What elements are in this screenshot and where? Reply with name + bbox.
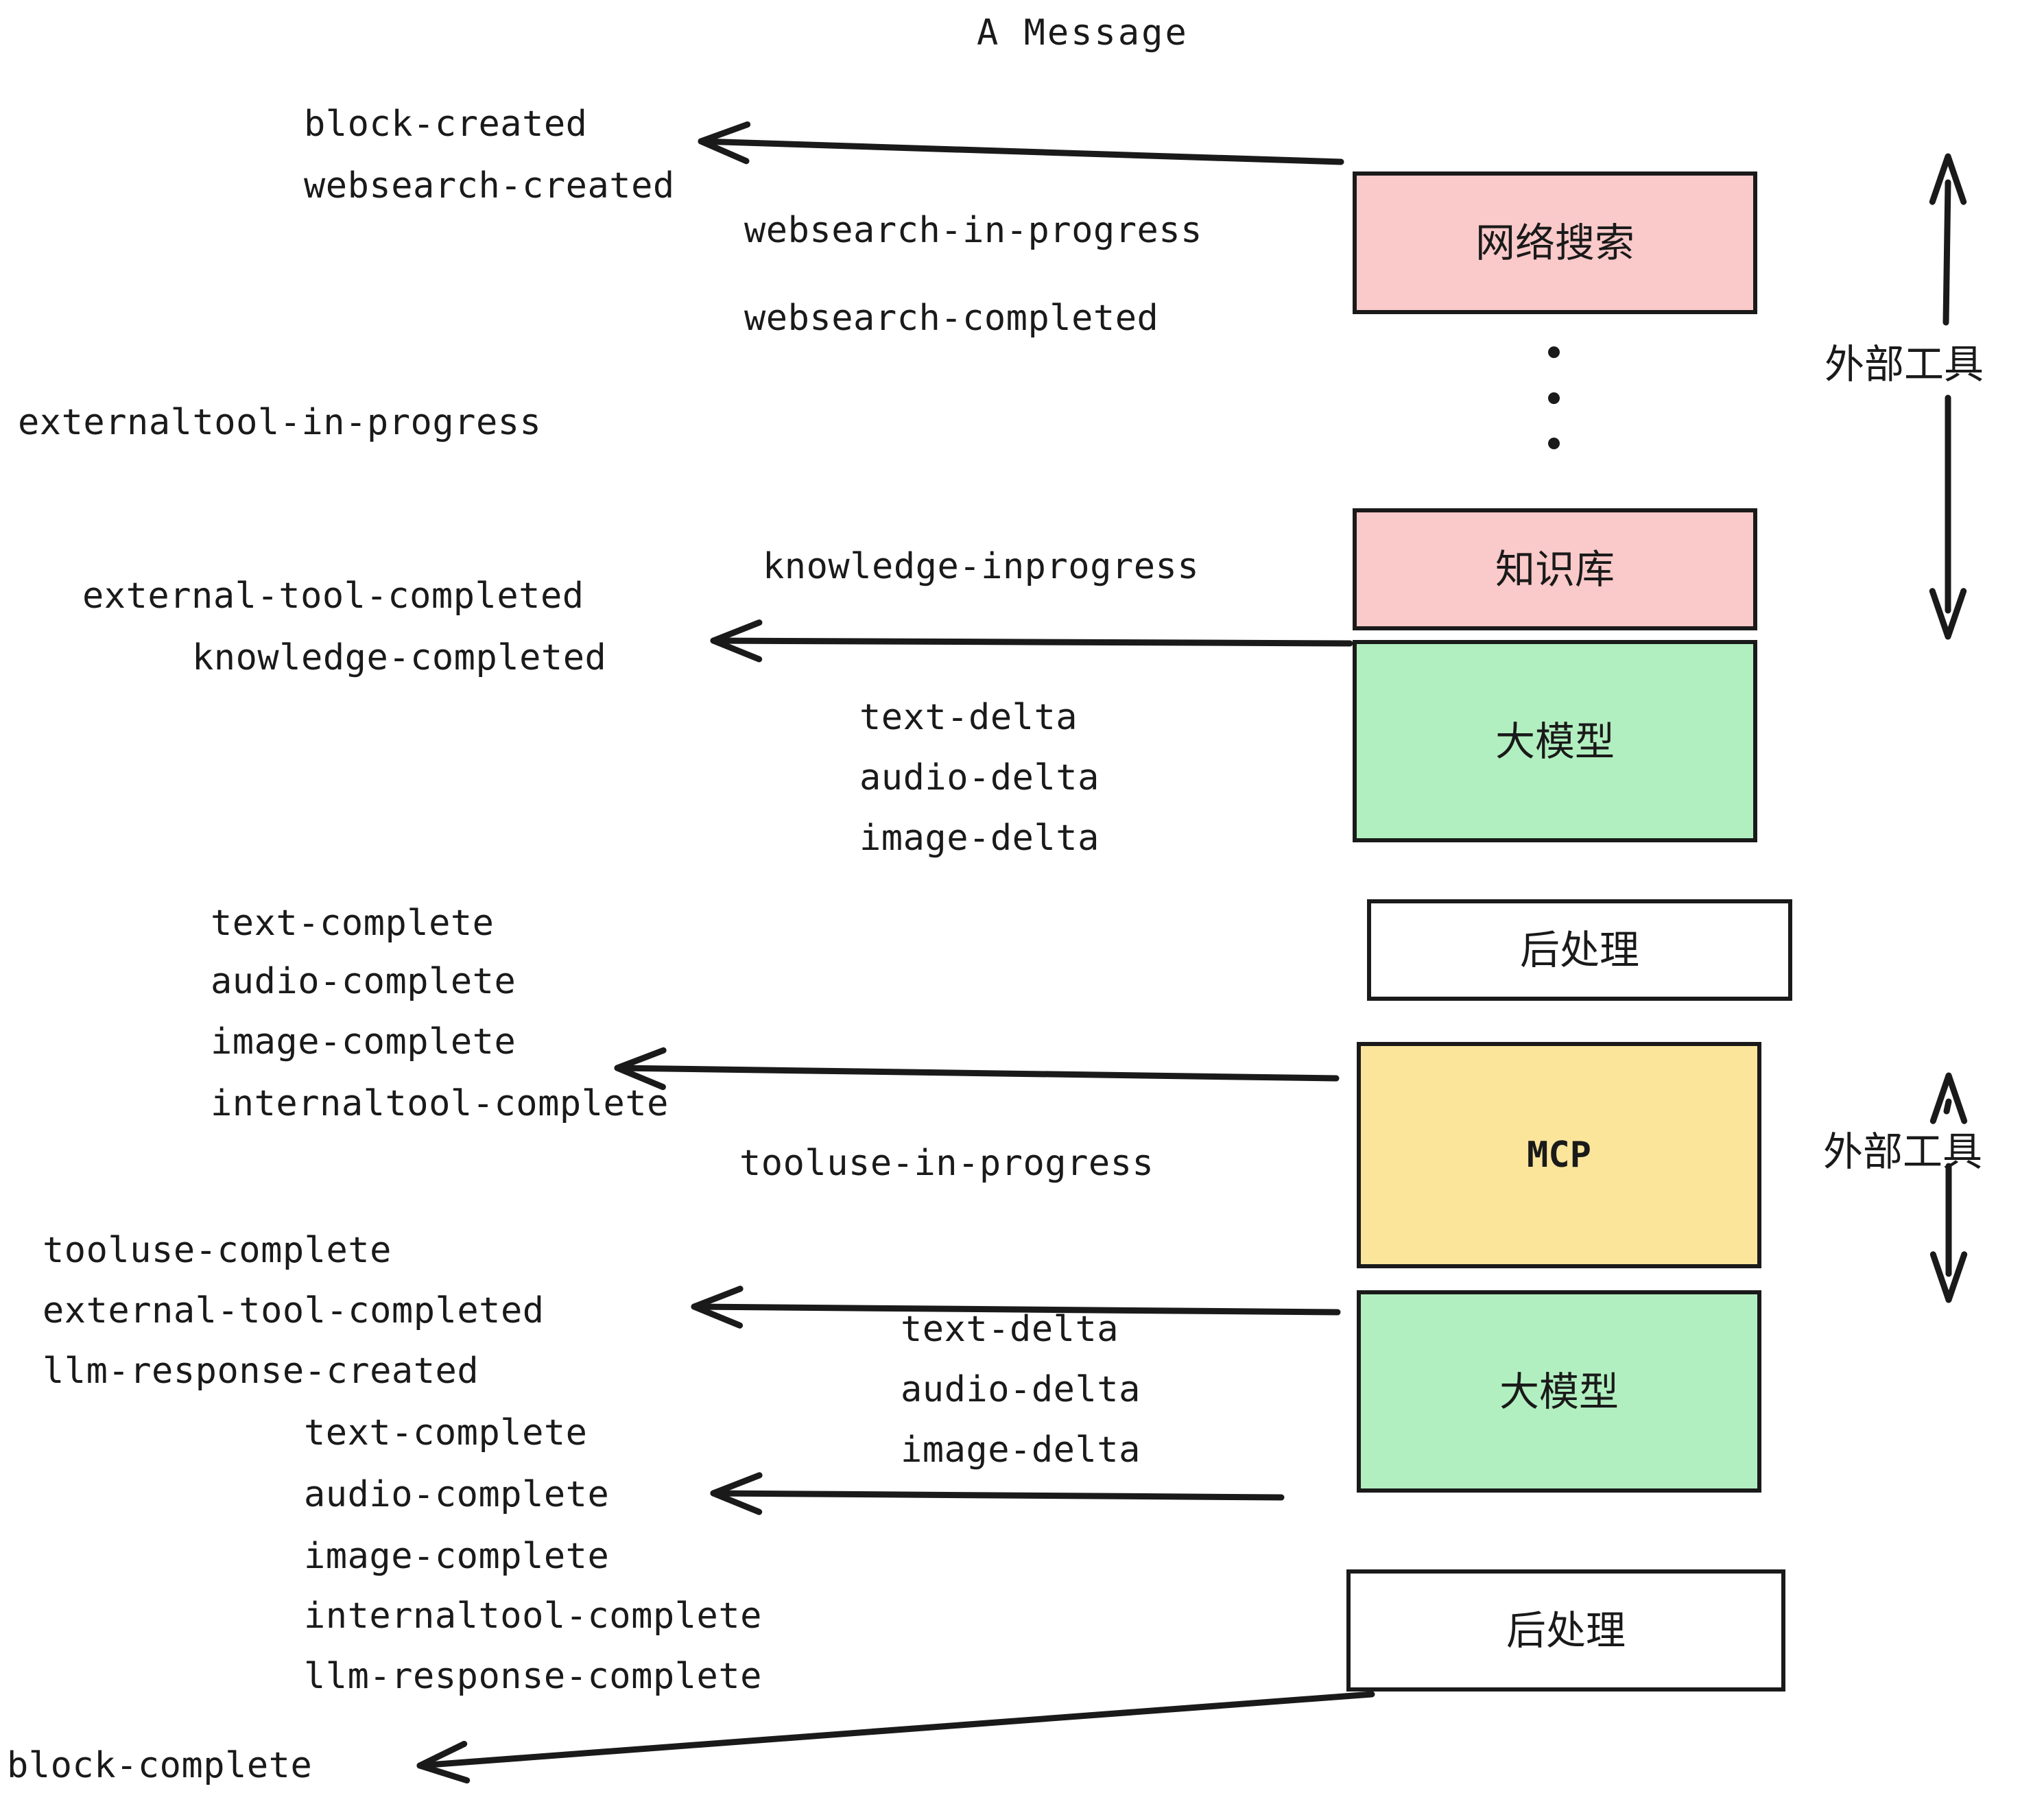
arrow-block-complete: [416, 1691, 1375, 1784]
arrow-block-created-head: [698, 121, 751, 165]
ellipsis-dot: [1547, 438, 1560, 449]
event-label-tooluse-in-progress: tooluse-in-progress: [739, 1143, 1154, 1184]
event-label-audio-delta-1: audio-delta: [859, 757, 1100, 798]
node-box-websearch: 网络搜索: [1353, 171, 1757, 314]
external-tools-bracket-bottom: [1929, 1072, 1968, 1303]
event-label-text-delta-2: text-delta: [901, 1309, 1119, 1350]
arrow-block-created-shaft: [698, 138, 1344, 165]
arrow-tooluse-complete: [691, 1285, 1341, 1329]
event-label-image-complete-2: image-complete: [304, 1536, 610, 1577]
node-label-llm-1: 大模型: [1495, 717, 1615, 765]
external-tools-bracket-top-upper-head: [1929, 153, 1967, 205]
event-label-external-tool-completed-1: external-tool-completed: [82, 575, 584, 617]
arrow-knowledge-completed: [710, 619, 1353, 663]
node-box-mcp: MCP: [1357, 1042, 1761, 1268]
event-label-audio-complete-2: audio-complete: [304, 1474, 610, 1515]
arrow-block-complete-head: [416, 1740, 471, 1784]
node-label-llm-2: 大模型: [1499, 1368, 1619, 1415]
arrow-knowledge-completed-shaft: [710, 637, 1353, 647]
external-tools-bracket-bottom-upper-head: [1929, 1072, 1968, 1124]
arrow-audio-complete-head: [710, 1472, 763, 1515]
event-label-audio-complete-1: audio-complete: [211, 961, 516, 1002]
ellipsis-dot: [1547, 346, 1560, 358]
node-box-knowledge: 知识库: [1353, 508, 1757, 630]
node-label-mcp: MCP: [1527, 1135, 1591, 1176]
event-label-externaltool-in-progress: externaltool-in-progress: [18, 402, 542, 443]
node-box-llm-2: 大模型: [1357, 1290, 1761, 1493]
external-tools-bracket-bottom-upper-shaft: [1943, 1098, 1952, 1115]
event-label-knowledge-inprogress: knowledge-inprogress: [763, 546, 1200, 587]
diagram-title: A Message: [977, 12, 1189, 54]
arrow-knowledge-completed-head: [710, 619, 763, 663]
arrow-image-complete-head: [614, 1047, 667, 1091]
side-label-external-tools-bottom: 外部工具: [1823, 1128, 1983, 1175]
event-label-image-delta-1: image-delta: [859, 818, 1100, 859]
external-tools-bracket-top: [1929, 153, 1967, 640]
arrow-tooluse-complete-shaft: [691, 1303, 1341, 1316]
node-label-postproc-1: 后处理: [1519, 927, 1639, 973]
event-label-internaltool-complete-1: internaltool-complete: [211, 1083, 669, 1124]
arrow-audio-complete-shaft: [710, 1490, 1285, 1501]
event-label-image-delta-2: image-delta: [901, 1429, 1141, 1471]
node-box-postproc-1: 后处理: [1367, 899, 1792, 1001]
event-label-internaltool-complete-2: internaltool-complete: [304, 1595, 762, 1637]
arrow-image-complete-shaft: [614, 1065, 1340, 1082]
event-label-block-complete: block-complete: [7, 1745, 313, 1786]
event-label-websearch-completed: websearch-completed: [744, 298, 1159, 339]
event-label-tooluse-complete: tooluse-complete: [43, 1230, 392, 1271]
external-tools-bracket-top-upper-shaft: [1942, 179, 1951, 326]
event-label-audio-delta-2: audio-delta: [901, 1369, 1141, 1410]
event-label-websearch-created: websearch-created: [304, 165, 675, 206]
node-box-llm-1: 大模型: [1353, 640, 1757, 842]
arrow-block-complete-shaft: [416, 1691, 1375, 1769]
node-label-postproc-2: 后处理: [1506, 1607, 1626, 1654]
arrow-tooluse-complete-head: [691, 1285, 744, 1329]
event-label-text-complete-1: text-complete: [211, 903, 495, 944]
event-label-knowledge-completed: knowledge-completed: [192, 637, 607, 678]
arrow-audio-complete: [710, 1472, 1285, 1515]
vertical-ellipsis-icon: [1547, 346, 1560, 449]
arrow-image-complete: [614, 1047, 1340, 1091]
event-label-llm-response-created: llm-response-created: [43, 1351, 479, 1392]
event-label-text-complete-2: text-complete: [304, 1412, 588, 1453]
event-label-image-complete-1: image-complete: [211, 1021, 516, 1063]
side-label-external-tools-top: 外部工具: [1825, 341, 1984, 388]
node-label-knowledge: 知识库: [1495, 546, 1615, 593]
external-tools-bracket-bottom-lower-head: [1929, 1251, 1968, 1303]
ellipsis-dot: [1547, 392, 1560, 404]
event-label-websearch-in-progress: websearch-in-progress: [744, 210, 1202, 251]
node-box-postproc-2: 后处理: [1346, 1569, 1785, 1692]
arrow-block-created: [698, 121, 1344, 165]
event-label-text-delta-1: text-delta: [859, 697, 1078, 738]
event-label-external-tool-completed-2: external-tool-completed: [43, 1290, 545, 1331]
event-label-llm-response-complete: llm-response-complete: [304, 1656, 762, 1697]
event-label-block-created: block-created: [304, 104, 588, 145]
node-label-websearch: 网络搜索: [1475, 219, 1635, 266]
external-tools-bracket-top-lower-head: [1929, 588, 1967, 640]
